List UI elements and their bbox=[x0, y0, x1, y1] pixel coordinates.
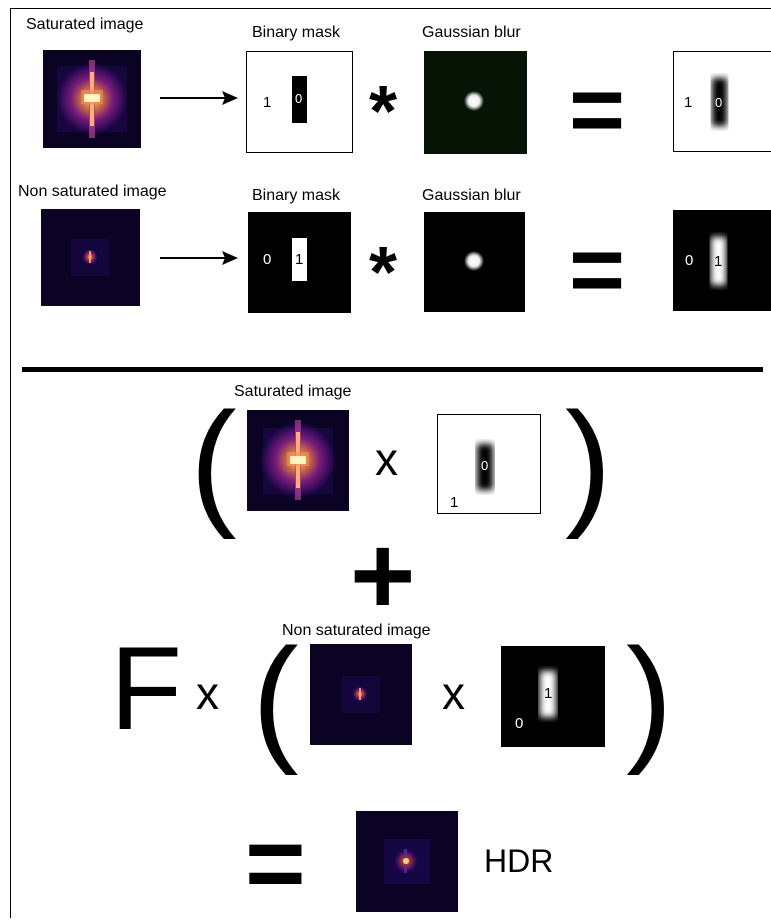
result-outside-value: 0 bbox=[685, 252, 694, 269]
close-paren-1: ) bbox=[565, 383, 612, 540]
result-inside-value: 1 bbox=[714, 253, 723, 270]
row1-mask-title: Binary mask bbox=[252, 24, 341, 41]
non-saturated-image bbox=[41, 209, 140, 306]
term1-title: Saturated image bbox=[234, 383, 352, 400]
equals-symbol: = bbox=[569, 56, 626, 163]
close-paren-2: ) bbox=[626, 619, 673, 776]
arrow-icon bbox=[160, 250, 238, 266]
equals-symbol: = bbox=[569, 216, 626, 323]
term2-title: Non saturated image bbox=[282, 622, 431, 639]
times-symbol: x bbox=[196, 667, 219, 719]
row2-blur-title: Gaussian blur bbox=[422, 187, 521, 204]
saturated-image bbox=[43, 50, 141, 148]
row1-blur-title: Gaussian blur bbox=[422, 24, 521, 41]
row2-title: Non saturated image bbox=[18, 183, 167, 200]
open-paren-1: ( bbox=[190, 383, 237, 540]
row2-mask-title: Binary mask bbox=[252, 187, 341, 204]
result-inside-value: 0 bbox=[715, 95, 723, 110]
open-paren-2: ( bbox=[252, 619, 299, 776]
mask-rectangle: 1 bbox=[292, 238, 307, 281]
result-outside-value: 1 bbox=[684, 94, 693, 111]
mask-inside-value: 0 bbox=[295, 91, 303, 106]
row2-blurred-mask: 0 1 bbox=[673, 210, 771, 311]
row1-gaussian-blur bbox=[424, 51, 527, 154]
convolution-symbol: * bbox=[369, 233, 398, 313]
row1-title: Saturated image bbox=[26, 16, 144, 33]
arrow-icon bbox=[160, 90, 238, 106]
factor-f: F bbox=[110, 623, 183, 755]
equals-symbol: = bbox=[245, 806, 306, 922]
term1-blurred-mask: 0 1 bbox=[437, 414, 541, 514]
convolution-symbol: * bbox=[369, 72, 398, 152]
mask-rectangle: 0 bbox=[292, 76, 307, 123]
row1-binary-mask: 1 0 bbox=[246, 51, 353, 153]
hdr-image bbox=[356, 811, 458, 912]
row2-gaussian-blur bbox=[424, 212, 525, 312]
row2-binary-mask: 0 1 bbox=[248, 212, 351, 313]
term2-non-saturated-image bbox=[310, 644, 412, 745]
figure-frame bbox=[10, 8, 771, 918]
term2-blurred-mask: 1 0 bbox=[501, 646, 605, 747]
mask-outside-value: 1 bbox=[263, 94, 272, 111]
plus-symbol: + bbox=[350, 513, 416, 638]
mask-outside-value: 1 bbox=[450, 494, 459, 511]
times-symbol: x bbox=[375, 433, 398, 485]
mask-outside-value: 0 bbox=[515, 715, 524, 732]
mask-inside-value: 1 bbox=[544, 685, 553, 702]
mask-outside-value: 0 bbox=[263, 251, 272, 268]
term1-saturated-image bbox=[247, 410, 349, 511]
section-divider bbox=[22, 367, 763, 372]
hdr-label: HDR bbox=[484, 843, 554, 879]
mask-inside-value: 0 bbox=[481, 458, 489, 473]
times-symbol: x bbox=[442, 667, 465, 719]
row1-blurred-mask: 1 0 bbox=[673, 51, 771, 152]
mask-inside-value: 1 bbox=[295, 251, 304, 268]
